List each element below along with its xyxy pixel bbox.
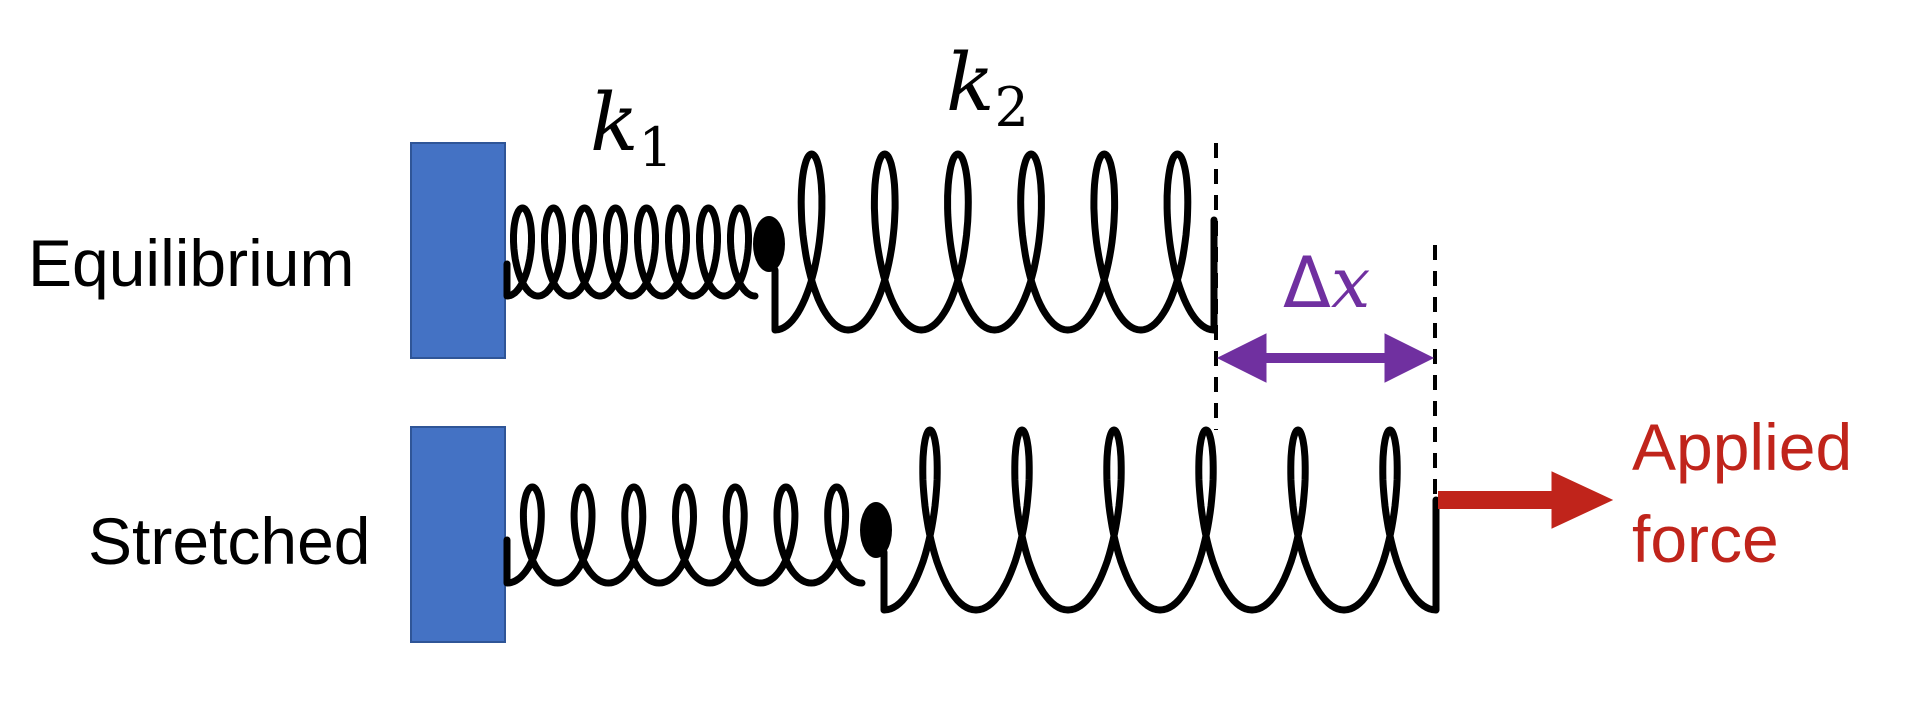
joint-stretched: [860, 502, 892, 558]
k1-label: k1: [590, 76, 673, 179]
displacement-label: Δx: [1283, 242, 1370, 324]
spring-k1-stretched: [503, 483, 866, 587]
spring-k2-stretched: [880, 426, 1440, 614]
joint-equilibrium: [753, 216, 785, 272]
applied-force-arrow: [1438, 471, 1614, 529]
spring-k2-equilibrium: [771, 150, 1218, 334]
applied-force-label-line2: force: [1632, 502, 1779, 576]
stretched-label: Stretched: [88, 504, 371, 578]
applied-force-label-line1: Applied: [1632, 410, 1852, 484]
k2-label: k2: [946, 36, 1029, 139]
wall-equilibrium: [410, 142, 506, 359]
equilibrium-label: Equilibrium: [28, 226, 354, 300]
displacement-arrow: [1216, 333, 1435, 383]
spring-k1-equilibrium: [503, 204, 759, 300]
wall-stretched: [410, 426, 506, 643]
